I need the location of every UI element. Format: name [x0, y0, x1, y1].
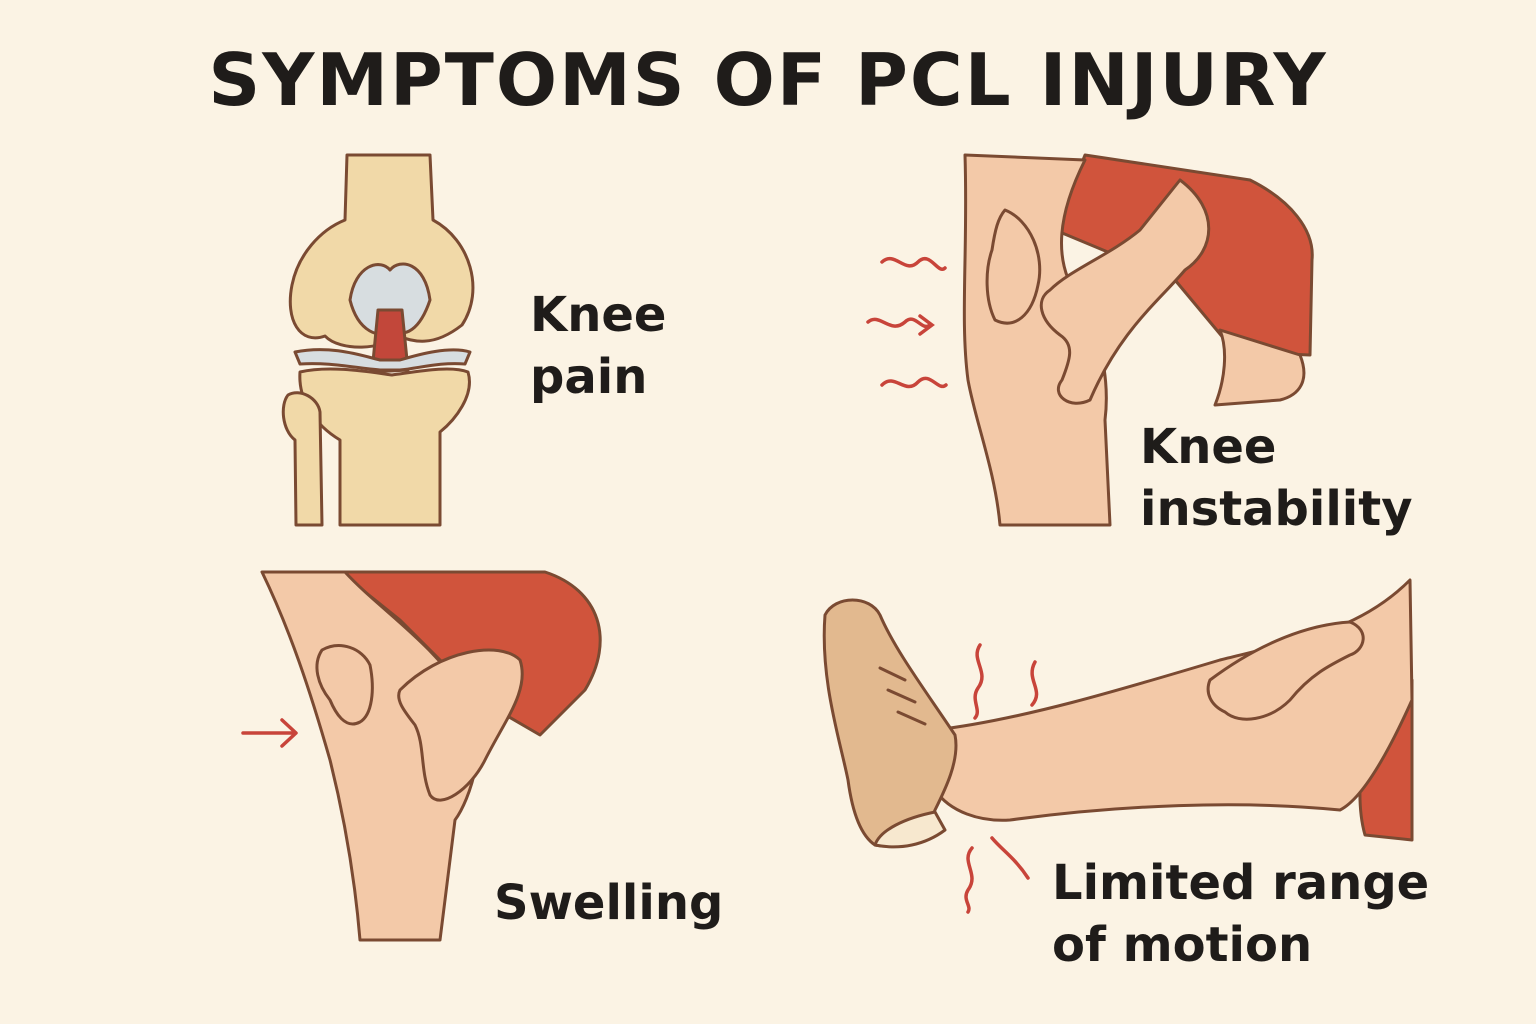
label-knee-instability: Knee instability — [1140, 419, 1413, 537]
label-limited-range-of-motion: Limited range of motion — [1052, 855, 1430, 973]
extended-leg-icon — [822, 578, 1414, 849]
knee-joint-icon — [281, 153, 475, 527]
arrow-icon — [241, 718, 298, 748]
pain-lines-icon — [964, 643, 1039, 914]
pain-lines-icon — [866, 257, 948, 389]
label-knee-pain: Knee pain — [530, 287, 667, 405]
hands-holding-knee-icon — [962, 153, 1314, 527]
label-swelling: Swelling — [494, 875, 724, 931]
swollen-knee-icon — [260, 570, 602, 942]
page-title: SYMPTOMS OF PCL INJURY — [208, 38, 1328, 122]
